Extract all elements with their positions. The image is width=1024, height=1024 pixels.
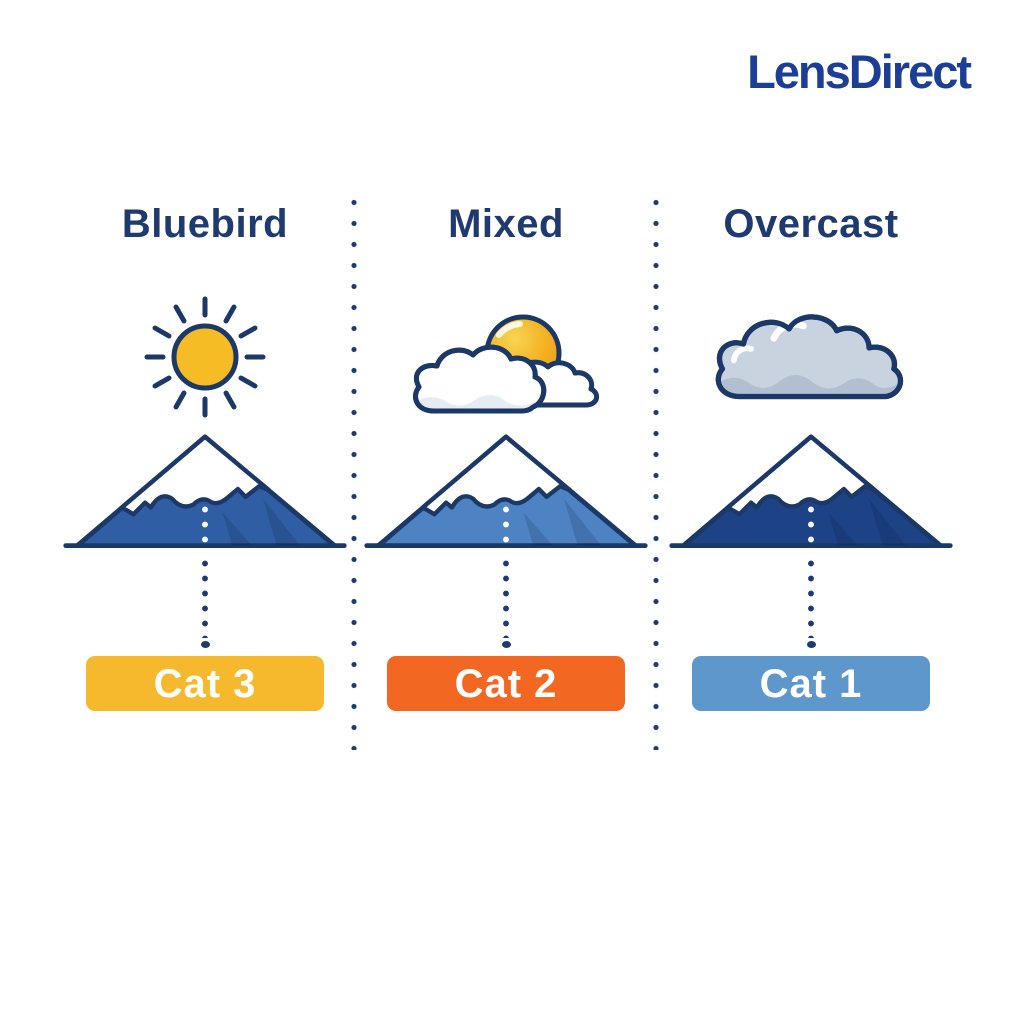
mountain-icon: [60, 431, 350, 552]
dotted-connector: [503, 502, 509, 546]
sun-icon: [135, 287, 275, 427]
column-title: Bluebird: [121, 202, 289, 246]
connector-end-dot: [806, 641, 816, 648]
dotted-divider: [653, 192, 659, 750]
dotted-connector: [503, 556, 509, 638]
connector-end-dot: [200, 641, 210, 648]
column-mixed: Mixed: [346, 0, 666, 1024]
lensdirect-logo: LensDirect: [747, 45, 972, 98]
category-badge: Cat 1: [692, 656, 930, 711]
category-badge: Cat 2: [387, 656, 625, 711]
dotted-connector: [202, 502, 208, 546]
dotted-connector: [808, 556, 814, 638]
connector-end-dot: [501, 641, 511, 648]
dotted-connector: [808, 502, 814, 546]
dotted-divider: [351, 192, 357, 750]
column-bluebird: Bluebird: [45, 0, 365, 1024]
cloud-icon: [711, 306, 911, 406]
column-title: Overcast: [723, 202, 899, 246]
column-title: Mixed: [448, 202, 564, 246]
column-overcast: Overcast: [651, 0, 971, 1024]
sun-behind-clouds-icon: [401, 303, 611, 433]
category-badge: Cat 3: [86, 656, 324, 711]
dotted-connector: [202, 556, 208, 638]
